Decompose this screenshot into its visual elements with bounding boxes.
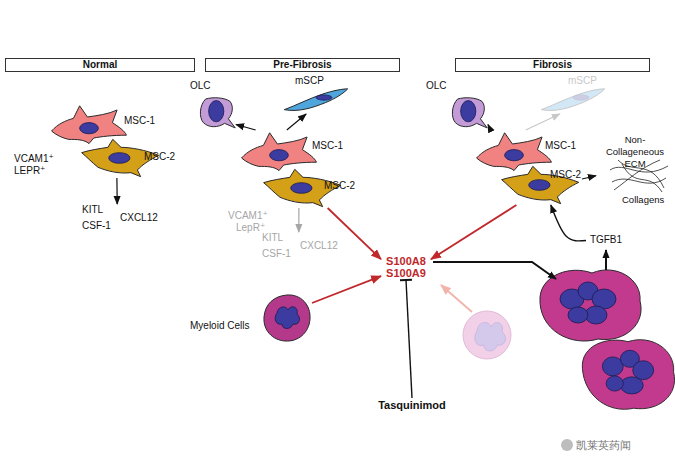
node-text: mSCP	[568, 75, 597, 87]
header-text: Fibrosis	[456, 59, 649, 71]
marker-label: LEPR⁺	[14, 165, 45, 177]
cell-outline	[50, 103, 128, 145]
panel-header: Normal	[5, 58, 195, 72]
cell-nucleus	[505, 150, 524, 161]
arrow-connector	[298, 208, 299, 232]
msc2-cell: MSC-2	[262, 168, 344, 208]
node-text: TGFB1	[586, 234, 626, 246]
cell-body	[284, 89, 347, 111]
cytokine-group: KITL CXCL12CSF-1	[262, 232, 342, 260]
cell-outline	[198, 96, 236, 134]
node-text: mSCP	[295, 75, 324, 87]
cell-body	[477, 133, 552, 171]
mscp-cell: mSCP	[540, 88, 606, 114]
mscp-cell: mSCP	[283, 88, 349, 114]
panel-header: Fibrosis	[455, 58, 650, 72]
arrow-connector	[328, 208, 381, 259]
cell-nucleus	[461, 101, 476, 122]
arrow-connector	[312, 276, 381, 303]
cell-nucleus	[270, 150, 289, 161]
cytokine-label: TGFB1	[586, 234, 626, 247]
arrow-connector	[236, 125, 256, 131]
faded-myeloid-cell	[463, 311, 511, 359]
watermark-icon	[561, 439, 573, 451]
watermark: 凯莱英药闻	[576, 439, 631, 451]
node-text: CSF-1	[262, 248, 291, 260]
cell-nucleus	[209, 101, 224, 122]
cell-outline	[540, 88, 606, 114]
node-text: OLC	[190, 80, 211, 92]
cell-nucleus	[316, 95, 332, 100]
olc-cell: OLC	[198, 96, 236, 134]
drug-label: Tasquinimod	[372, 398, 452, 412]
flow-arrow	[433, 262, 556, 279]
node-text: Myeloid Cells	[190, 320, 249, 332]
node-text: MSC-2	[550, 169, 581, 181]
msc2-cell: MSC-2	[80, 138, 162, 178]
cell-nucleus	[80, 123, 99, 134]
protein-label: S100A8 S100A9	[381, 254, 431, 280]
node-text: CSF-1	[82, 220, 111, 232]
node-text: MSC-1	[312, 140, 343, 152]
megakaryocyte-cell	[582, 340, 674, 410]
marker-label: VCAM1⁺	[228, 210, 268, 222]
cell-body	[264, 295, 310, 341]
node-text: S100A8 S100A9	[381, 255, 431, 279]
cell-nucleus	[109, 153, 130, 164]
cell-body	[242, 133, 317, 171]
node-text: MSC-1	[124, 115, 155, 127]
node-text: MSC-1	[545, 140, 576, 152]
node-text: OLC	[426, 80, 447, 92]
msc1-cell: MSC-1	[240, 130, 318, 172]
marker-label: LepR⁺	[236, 222, 265, 234]
cell-outline	[450, 96, 488, 134]
msc2-cell: MSC-2	[500, 165, 582, 205]
header-text: Pre-Fibrosis	[206, 59, 399, 71]
flow-arrow	[605, 250, 607, 270]
arrow-connector	[287, 114, 306, 130]
cell-nucleus	[291, 183, 312, 194]
msc1-cell: MSC-1	[475, 130, 553, 172]
node-text: MSC-2	[324, 180, 355, 192]
arrow-connector	[488, 125, 491, 131]
node-text: KITL	[82, 204, 103, 216]
cell-nucleus	[275, 307, 299, 329]
cell-nucleus	[573, 95, 589, 100]
faded-arrow	[441, 285, 472, 312]
cell-outline	[262, 293, 312, 343]
node-text: Collagens	[622, 194, 664, 206]
cell-outline	[475, 130, 553, 172]
megakaryocyte-cell	[540, 270, 641, 341]
olc-cell: OLC	[450, 96, 488, 134]
cell-nucleus	[529, 180, 550, 191]
arrow-connector	[551, 205, 586, 241]
cytokine-group: KITL CXCL12CSF-1	[82, 204, 162, 232]
ecm-group: Non-Collageneous ECM Collagens	[596, 134, 674, 206]
node-text: CXCL12	[120, 212, 158, 224]
marker-label: VCAM1⁺	[14, 153, 54, 165]
arrow-connector	[116, 178, 117, 204]
node-text: MSC-2	[144, 151, 175, 163]
cell-body	[541, 89, 604, 111]
arrow-connector	[582, 176, 596, 179]
inhibition-line	[406, 280, 412, 398]
arrow-connector	[431, 205, 516, 259]
node-text: Tasquinimod	[372, 399, 452, 411]
node-text: KITL	[262, 232, 283, 244]
node-text: CXCL12	[300, 240, 338, 252]
panel-header: Pre-Fibrosis	[205, 58, 400, 72]
myeloid-cell: Myeloid Cells	[262, 293, 312, 343]
msc1-cell: MSC-1	[50, 103, 128, 145]
cell-body	[200, 98, 235, 128]
cell-body	[52, 106, 127, 144]
cell-outline	[240, 130, 318, 172]
node-text: Non-Collageneous ECM	[596, 134, 674, 170]
header-text: Normal	[6, 59, 194, 71]
cell-outline	[283, 88, 349, 114]
cell-body	[452, 98, 487, 128]
arrow-connector	[526, 114, 560, 130]
